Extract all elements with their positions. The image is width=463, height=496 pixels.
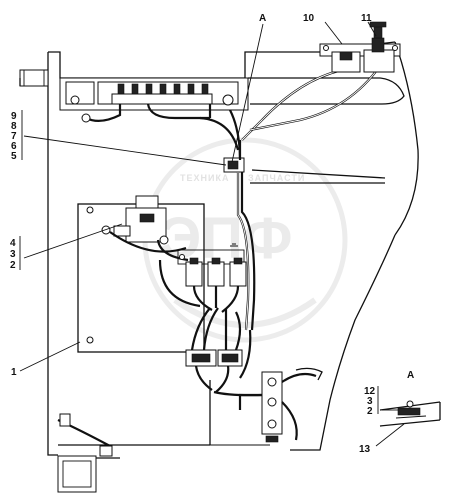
callout-labels: A 10 11 9 8 7 6 5 4 3 2 1 A 12 3 2 13 (10, 13, 414, 455)
callout-9: 9 (11, 111, 17, 122)
callout-1: 1 (11, 367, 17, 378)
callout-4: 4 (10, 238, 16, 249)
lower-terminal-strip (238, 367, 323, 443)
callout-7: 7 (11, 131, 17, 142)
callout-2-detail: 2 (367, 406, 373, 417)
relay-row (158, 243, 247, 313)
master-switch (101, 195, 189, 262)
central-bracket (223, 157, 245, 173)
leader-lines (19, 21, 405, 447)
callout-6: 6 (11, 141, 17, 152)
callout-5: 5 (11, 151, 17, 162)
watermark-logo: ЭПФ (160, 206, 292, 271)
callout-3-detail: 3 (367, 396, 373, 407)
switch-panel (319, 21, 401, 73)
callout-2: 2 (10, 260, 16, 271)
watermark-line1: ТЕХНИКА (180, 173, 229, 183)
bottom-left-components (57, 413, 113, 493)
callout-8: 8 (11, 121, 17, 132)
callout-view-a-detail: A (407, 370, 414, 381)
switch-harness (241, 65, 381, 141)
detail-view-a (379, 400, 441, 427)
watermark-line2: ЗАПЧАСТИ (248, 173, 305, 183)
callout-10: 10 (303, 13, 315, 24)
watermark: ТЕХНИКА ЗАПЧАСТИ ЭПФ (142, 137, 348, 343)
callout-11: 11 (361, 13, 372, 24)
lower-harness-bundle (185, 307, 263, 397)
callout-3: 3 (10, 249, 16, 260)
fuse-relay-block (59, 77, 249, 111)
fuse-block-wiring (81, 103, 242, 161)
callout-12: 12 (364, 386, 376, 397)
main-harness (236, 140, 256, 331)
callout-view-a: A (259, 13, 266, 24)
callout-13: 13 (359, 444, 371, 455)
top-left-bracket (19, 69, 49, 87)
cabin-panel-outline (47, 41, 419, 459)
